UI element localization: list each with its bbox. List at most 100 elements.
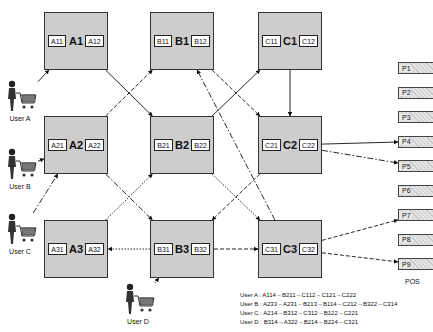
product-box: P8 (398, 234, 433, 246)
sub-module-box: B11 (154, 35, 172, 47)
node-label: User C (2, 248, 38, 255)
route-arrow (212, 70, 260, 116)
node-label: B12 (194, 38, 206, 45)
node-label: User B (2, 183, 38, 190)
sub-module-box: A11 (48, 35, 66, 47)
sub-module-box: B32 (191, 243, 210, 255)
node-label: B2 (175, 140, 189, 151)
node-label: B31 (157, 246, 169, 253)
node-label: B32 (194, 246, 206, 253)
sub-module-box: A22 (85, 139, 104, 151)
user-figure: User B (2, 148, 38, 190)
sub-module-box: B12 (191, 35, 210, 47)
product-box: P1 (398, 62, 433, 74)
node-label: P8 (399, 236, 411, 243)
route-arrow (212, 174, 260, 220)
product-box: P5 (398, 160, 433, 172)
node-label: A2 (69, 140, 83, 151)
node-label: B21 (157, 142, 169, 149)
sub-module-box: C31 (262, 243, 281, 255)
module-box: B2 B21 B22 (150, 116, 214, 174)
node-label: C32 (302, 246, 315, 253)
module-box: B3 B31 B32 (150, 220, 214, 278)
user-figure: User D (120, 283, 156, 325)
route-arrow (214, 249, 258, 250)
sub-module-box: C32 (299, 243, 318, 255)
product-box: P9 (398, 258, 433, 270)
route-arrow (33, 174, 58, 213)
node-label: A21 (51, 142, 63, 149)
route-arrow (108, 249, 150, 250)
route-arrow (212, 70, 260, 116)
route-arrow (38, 70, 49, 82)
module-box: C1C11C12 (258, 12, 322, 70)
node-label: C2 (283, 140, 297, 151)
product-box: P6 (398, 185, 433, 197)
route-note: User C : A214→B312→C312→B122→C221 (240, 310, 358, 316)
route-arrow (290, 70, 291, 116)
route-note: User A : A114→B211→C112→C121→C222 (240, 292, 356, 298)
sub-module-box: A12 (85, 35, 104, 47)
node-label: B3 (175, 244, 189, 255)
node-label: C12 (302, 38, 315, 45)
node-label: P3 (399, 114, 411, 121)
node-label: C31 (265, 246, 278, 253)
node-label: A11 (51, 38, 63, 45)
node-label: A1 (69, 36, 83, 47)
product-box: P2 (398, 87, 433, 99)
route-arrow (155, 278, 159, 283)
sub-module-box: B31 (154, 243, 173, 255)
node-label: A31 (51, 246, 63, 253)
sub-module-box: A31 (48, 243, 67, 255)
route-arrow (322, 142, 398, 144)
sub-module-box: A32 (85, 243, 104, 255)
node-label: A12 (88, 38, 100, 45)
sub-module-box: C21 (262, 139, 281, 151)
node-label: User A (2, 115, 38, 122)
node-label: C21 (265, 142, 278, 149)
route-arrow (106, 174, 153, 220)
product-box: P4 (398, 136, 433, 148)
user-figure: User A (2, 80, 38, 122)
route-arrow (322, 220, 398, 241)
route-arrow (106, 174, 153, 220)
module-box: A2 A21 A22 (44, 116, 108, 174)
sub-module-box: B22 (191, 139, 210, 151)
node-label: P5 (399, 163, 411, 170)
node-label: C11 (265, 38, 277, 45)
module-box: C2C21C22 (258, 116, 322, 174)
route-note: User B : A233→A231→B213→B114→C212→B322→C… (240, 301, 397, 307)
route-note: User D : B314→A322→B214→B224→C321 (240, 319, 358, 325)
node-label: B1 (175, 36, 189, 47)
node-label: A22 (88, 142, 100, 149)
sub-module-box: C12 (299, 35, 318, 47)
user-figure: User C (2, 213, 38, 255)
node-label: P2 (399, 89, 411, 96)
node-label: P9 (399, 261, 411, 268)
route-arrow (106, 70, 153, 116)
sub-module-box: C11 (262, 35, 281, 47)
node-label: C3 (283, 244, 297, 255)
sub-module-box: A21 (48, 139, 67, 151)
route-arrow (212, 174, 260, 220)
sub-module-box: B21 (154, 139, 173, 151)
node-label: A3 (69, 244, 83, 255)
route-arrow (106, 70, 153, 116)
shopper-icon (8, 81, 36, 111)
node-label: A32 (88, 246, 100, 253)
route-arrow (322, 253, 398, 262)
module-box: A1 A11 A12 (44, 12, 108, 70)
node-label: P7 (399, 212, 411, 219)
module-box: B1 B11 B12 (150, 12, 214, 70)
terminal-label: POS (405, 278, 420, 285)
node-label: User D (120, 318, 156, 325)
node-label: P6 (399, 187, 411, 194)
module-box: A3 A31 A32 (44, 220, 108, 278)
product-box: P7 (398, 209, 433, 221)
node-label: P4 (399, 138, 411, 145)
route-arrow (322, 150, 398, 163)
module-box: C3 C31 C32 (258, 220, 322, 278)
node-label: B11 (157, 38, 169, 45)
product-box: P3 (398, 111, 433, 123)
